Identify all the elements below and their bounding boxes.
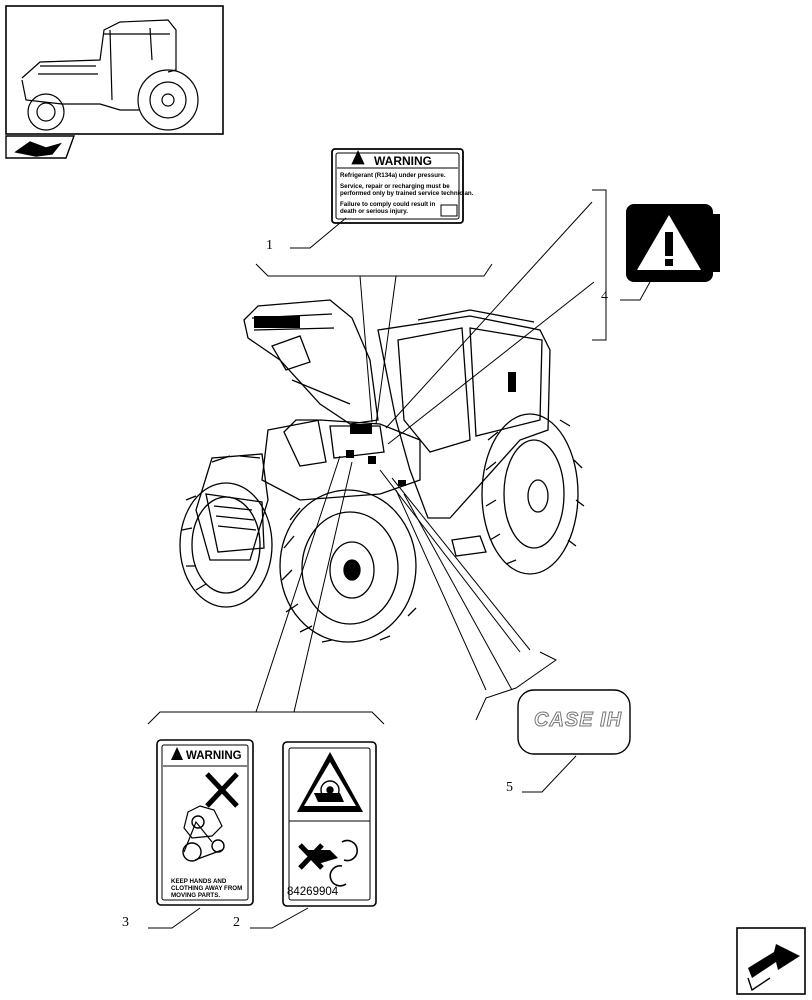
decal-2-part-number: 84269904 — [287, 886, 339, 898]
decal-3-line-2: CLOTHING AWAY FROM — [171, 885, 243, 892]
decal-3-line-3: MOVING PARTS. — [171, 892, 221, 899]
decal-1-line-5: death or serious injury. — [340, 208, 408, 215]
callout-5: 5 — [506, 780, 513, 795]
decal-1-header: WARNING — [374, 154, 432, 168]
thumbnail-frame — [5, 5, 224, 135]
decal-1-line-4: Failure to comply could result in — [340, 201, 436, 208]
decal-3-header: WARNING — [186, 750, 242, 762]
tractor-drawing — [179, 299, 585, 643]
manual-book-icon — [440, 204, 458, 217]
decal-1-line-2: Service, repair or recharging must be — [340, 183, 450, 190]
callout-1: 1 — [266, 238, 273, 253]
decal-3-moving-parts-warning — [156, 739, 254, 906]
decal-2-pictogram — [282, 741, 377, 907]
leader-lines — [147, 189, 651, 929]
decal-5-brand-text: CASE IH — [533, 709, 623, 732]
decal-3-line-1: KEEP HANDS AND — [171, 878, 227, 885]
tractor-thumbnail-icon — [21, 19, 199, 131]
decal-1-line-1: Refrigerant (R134a) under pressure. — [340, 172, 446, 179]
callout-3: 3 — [122, 915, 129, 930]
decal-1-refrigerant-warning — [331, 148, 464, 224]
callout-4: 4 — [601, 289, 608, 304]
decal-4-warning-triangle — [626, 204, 720, 282]
callout-2: 2 — [233, 915, 240, 930]
warning-small-icon — [351, 150, 365, 165]
decal-5-case-ih-badge — [517, 689, 631, 755]
next-page-arrow-icon[interactable] — [736, 927, 806, 995]
book-hand-icon — [5, 135, 75, 159]
decal-1-line-3: performed only by trained service techni… — [340, 190, 474, 197]
